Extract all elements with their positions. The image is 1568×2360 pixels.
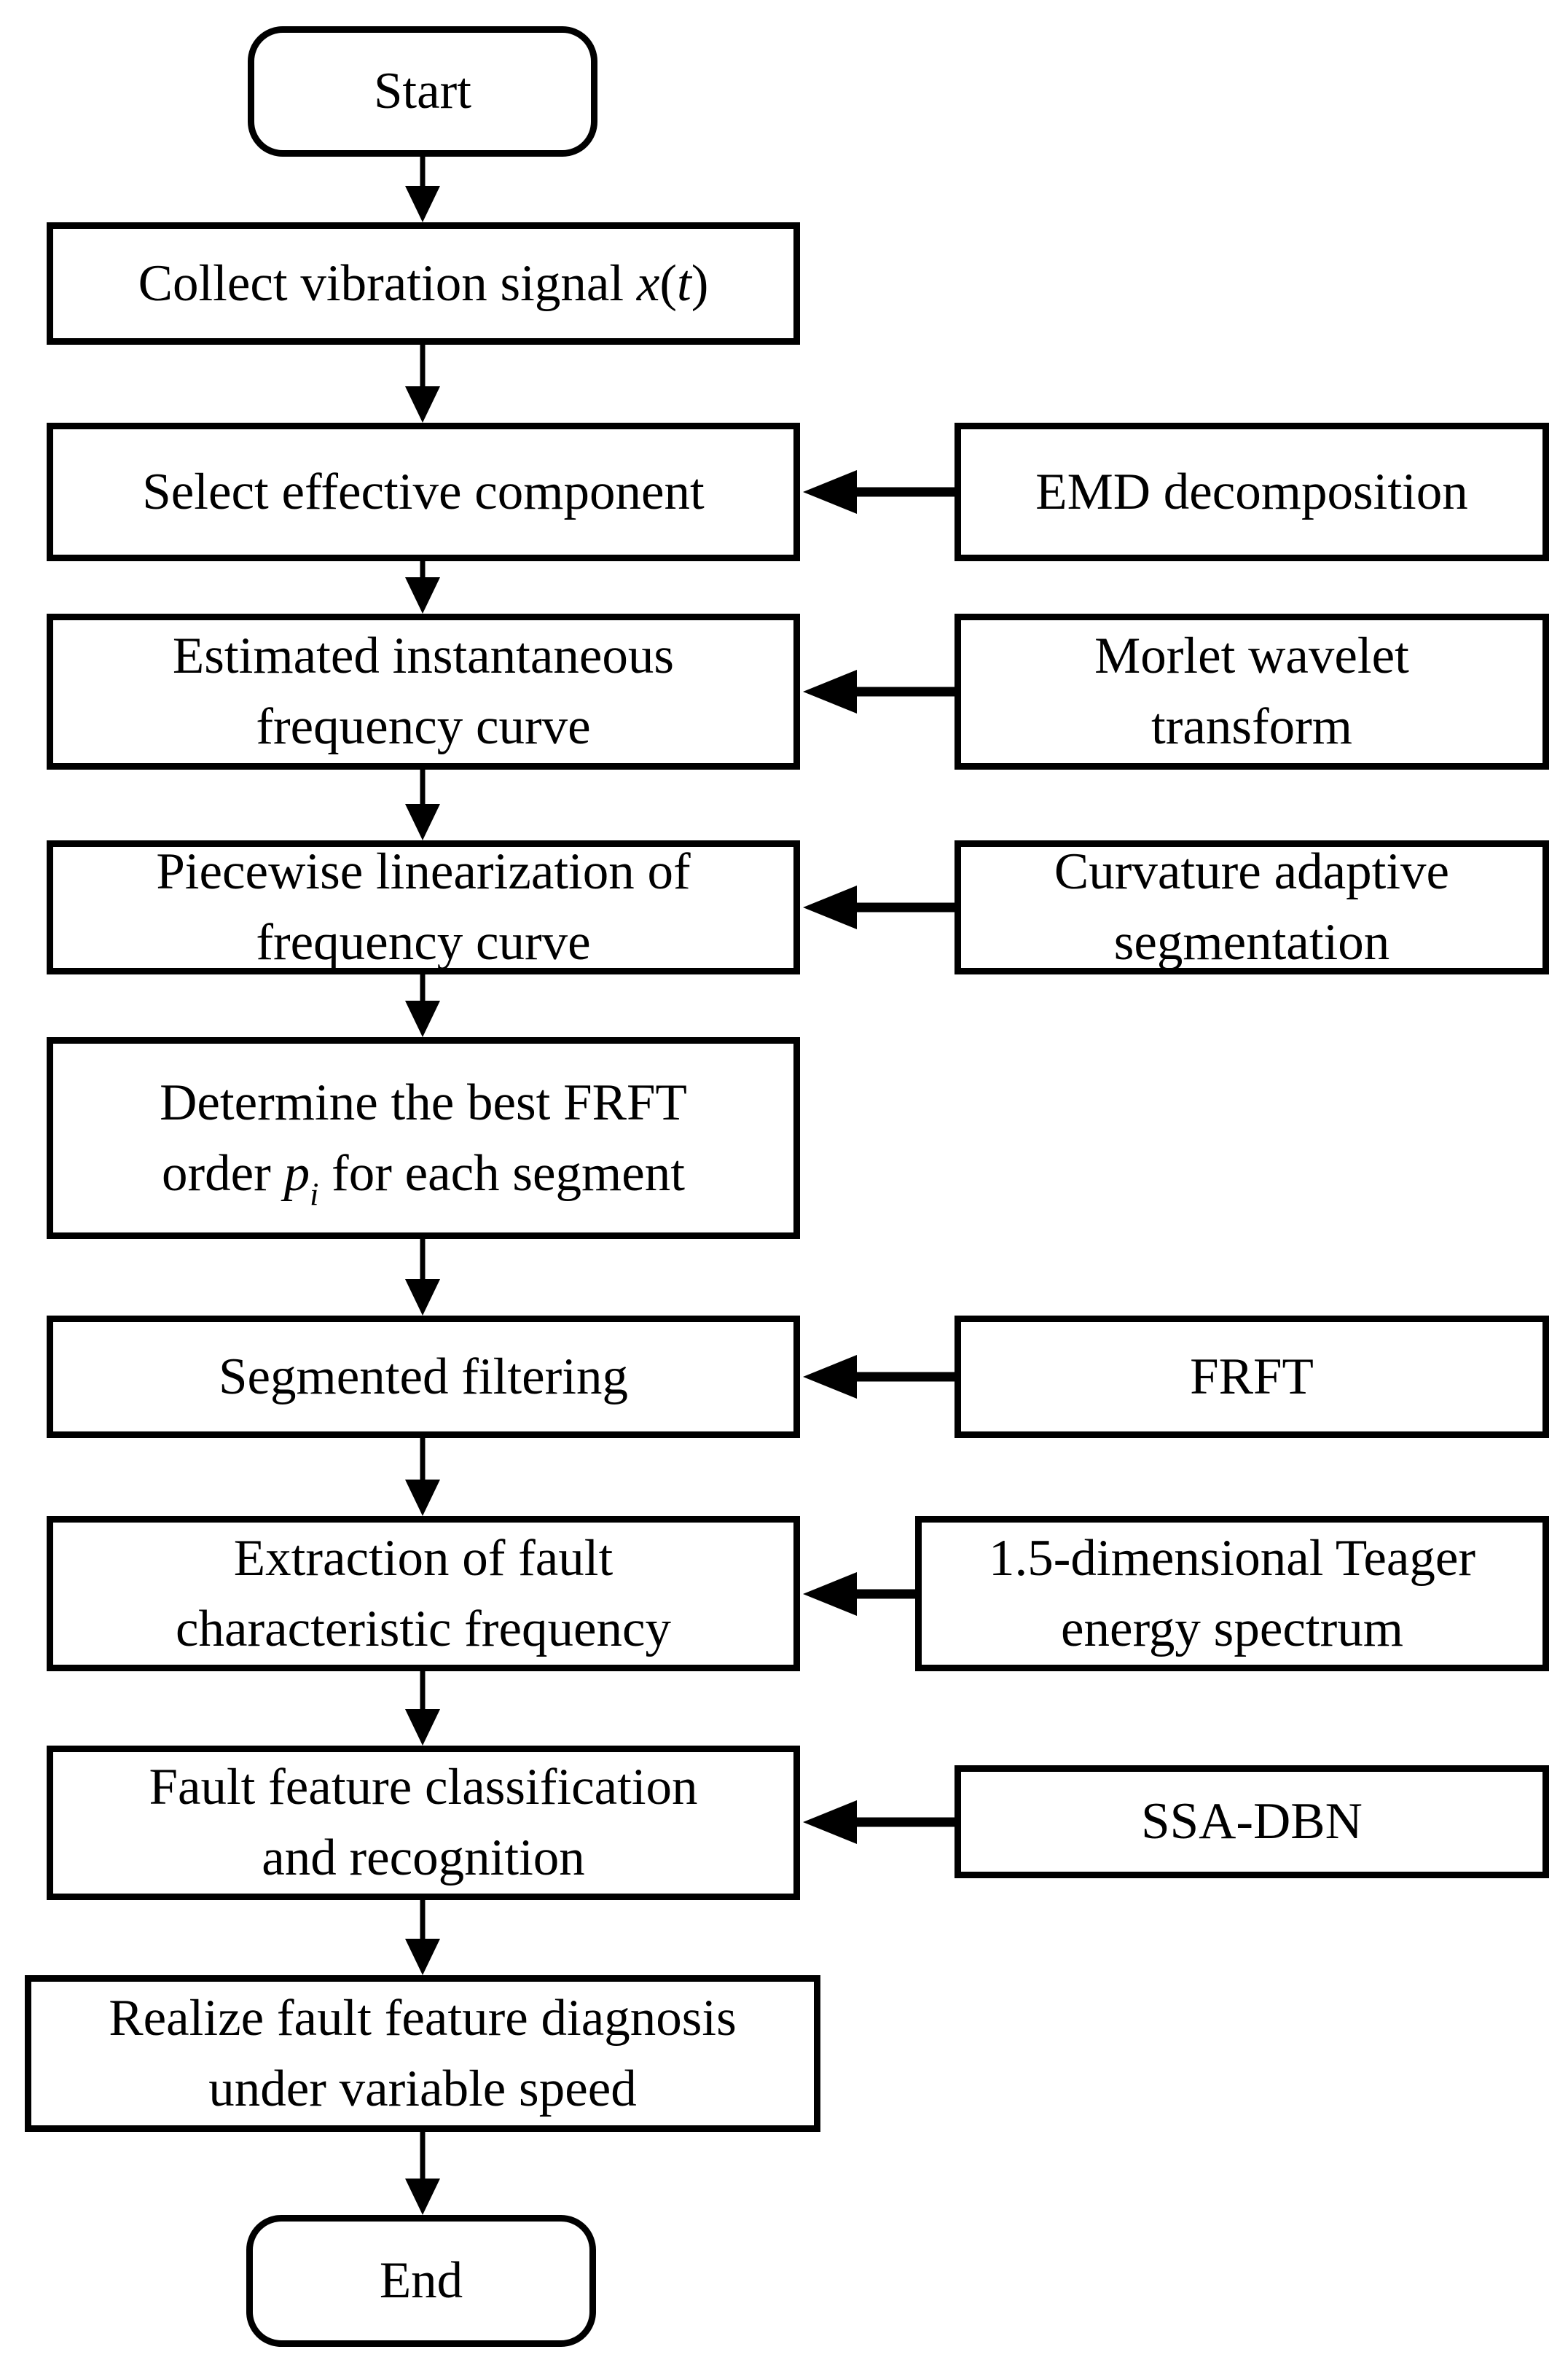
side-node-ssa-dbn: SSA-DBN <box>954 1765 1549 1878</box>
node-label-line: FRFT <box>1190 1348 1314 1405</box>
node-label-line: Segmented filtering <box>219 1348 628 1405</box>
node-label-line: segmentation <box>1113 914 1390 971</box>
node-start: Start <box>248 26 597 157</box>
node-label-line: Extraction of fault <box>233 1529 614 1587</box>
node-label-line: Piecewise linearization of <box>156 843 691 901</box>
arrow-realize-to-end <box>405 2132 440 2215</box>
node-extraction-fault-characteristic-frequency: Extraction of fault characteristic freque… <box>47 1516 800 1671</box>
arrow-piecewise-to-determine <box>405 974 440 1037</box>
node-label-line: Fault feature classification <box>149 1759 698 1816</box>
node-fault-feature-classification: Fault feature classification and recognit… <box>47 1746 800 1900</box>
node-label-line: order pi for each segment <box>162 1144 685 1212</box>
node-label-line: EMD decomposition <box>1035 463 1468 520</box>
node-label-line: characteristic frequency <box>176 1600 671 1657</box>
arrow-teager-to-extraction <box>803 1572 915 1616</box>
node-label-line: Estimated instantaneous <box>172 628 675 685</box>
arrow-emd-to-select <box>803 470 954 514</box>
arrow-determine-to-segmented <box>405 1239 440 1316</box>
arrow-fault-to-realize <box>405 1900 440 1975</box>
node-end: End <box>246 2215 596 2347</box>
node-label-line: Select effective component <box>142 463 705 520</box>
side-node-emd-decomposition: EMD decomposition <box>954 423 1549 561</box>
node-collect-vibration-signal: Collect vibration signal x(t) <box>47 222 800 345</box>
node-select-effective-component: Select effective component <box>47 423 800 561</box>
node-label-line: under variable speed <box>208 2060 637 2117</box>
node-estimated-instantaneous-frequency-curve: Estimated instantaneous frequency curve <box>47 614 800 770</box>
node-segmented-filtering: Segmented filtering <box>47 1316 800 1438</box>
node-label-line: SSA-DBN <box>1141 1793 1363 1851</box>
side-node-frft: FRFT <box>954 1316 1549 1438</box>
side-node-morlet-wavelet-transform: Morlet wavelet transform <box>954 614 1549 770</box>
node-label-line: and recognition <box>262 1829 585 1886</box>
node-label-line: Start <box>373 63 472 120</box>
node-label-line: Collect vibration signal x(t) <box>138 254 709 312</box>
arrow-extraction-to-fault <box>405 1671 440 1746</box>
arrow-estimated-to-piecewise <box>405 770 440 840</box>
node-piecewise-linearization: Piecewise linearization of frequency curv… <box>47 840 800 974</box>
node-label-line: frequency curve <box>256 914 591 971</box>
node-realize-fault-feature-diagnosis: Realize fault feature diagnosis under var… <box>25 1975 820 2132</box>
arrow-morlet-to-estimated <box>803 670 954 714</box>
arrow-frft-to-segmented <box>803 1355 954 1399</box>
node-label-line: Curvature adaptive <box>1054 843 1450 901</box>
arrow-curvature-to-piecewise <box>803 886 954 929</box>
side-node-teager-energy-spectrum: 1.5-dimensional Teager energy spectrum <box>915 1516 1549 1671</box>
arrow-select-to-estimated <box>405 561 440 614</box>
side-node-curvature-adaptive-segmentation: Curvature adaptive segmentation <box>954 840 1549 974</box>
node-determine-best-frft-order: Determine the best FRFT order pi for each… <box>47 1037 800 1239</box>
node-label-line: energy spectrum <box>1061 1600 1403 1657</box>
node-label-line: Determine the best FRFT <box>160 1074 687 1131</box>
node-label-line: frequency curve <box>256 698 591 755</box>
arrow-start-to-collect <box>405 157 440 222</box>
node-label-line: transform <box>1150 698 1353 755</box>
arrow-collect-to-select <box>405 345 440 423</box>
arrow-segmented-to-extraction <box>405 1438 440 1516</box>
node-label-line: 1.5-dimensional Teager <box>988 1529 1476 1587</box>
node-label-line: Realize fault feature diagnosis <box>109 1989 737 2047</box>
arrow-ssa-dbn-to-fault <box>803 1800 954 1844</box>
node-label-line: End <box>379 2252 463 2310</box>
node-label-line: Morlet wavelet <box>1094 628 1409 685</box>
